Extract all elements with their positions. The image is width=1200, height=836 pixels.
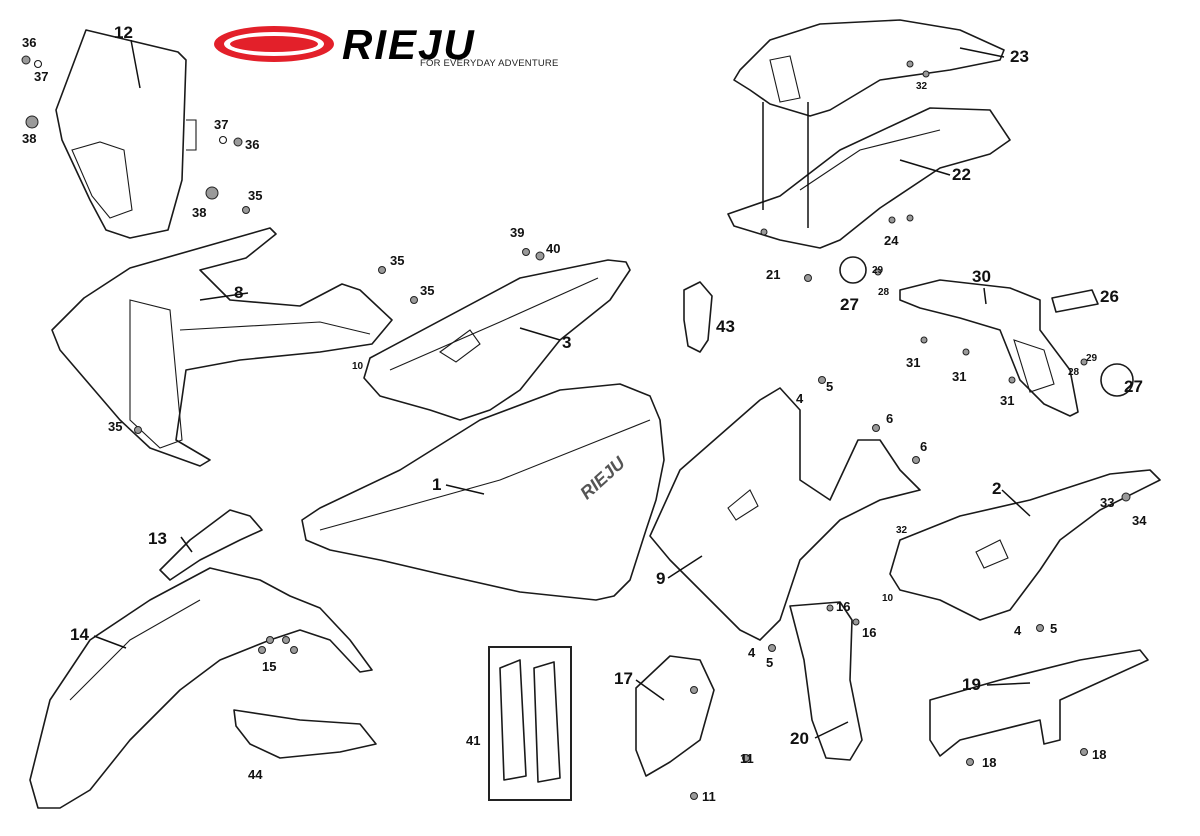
part-8-tank-shroud: [51, 227, 393, 467]
callout-13: 13: [148, 529, 167, 548]
callout-18: 18: [1092, 747, 1107, 762]
callout-28: 28: [1068, 367, 1080, 378]
part-17-sprocket-cover: [635, 655, 715, 777]
callout-40: 40: [546, 241, 561, 256]
part-41-frame: [488, 646, 572, 801]
callout-2: 2: [992, 479, 1002, 498]
callout-12: 12: [114, 23, 133, 42]
brand-logo: RIEJU FOR EVERYDAY ADVENTURE: [212, 22, 562, 74]
part-27-reflector-disc-b: [1100, 363, 1134, 397]
callout-14: 14: [70, 625, 89, 644]
part-2-side-plate: [889, 469, 1161, 621]
callout-6: 6: [920, 439, 928, 454]
callout-18: 18: [982, 755, 997, 770]
callout-1: 1: [432, 475, 442, 494]
brand-tagline: FOR EVERYDAY ADVENTURE: [420, 58, 559, 69]
callout-3: 3: [562, 333, 572, 352]
callout-16: 16: [862, 625, 877, 640]
callout-36: 36: [22, 35, 37, 50]
callout-35: 35: [248, 188, 263, 203]
callout-19: 19: [962, 675, 981, 694]
callout-44: 44: [248, 767, 263, 782]
callout-9: 9: [656, 569, 666, 588]
leader-lines: [93, 39, 1031, 739]
callout-4: 4: [796, 391, 804, 406]
callout-37: 37: [214, 117, 229, 132]
callout-27: 27: [1124, 377, 1143, 396]
callout-5: 5: [826, 379, 834, 394]
callout-34: 34: [1132, 513, 1147, 528]
callout-39: 39: [510, 225, 525, 240]
callout-21: 21: [766, 267, 781, 282]
callout-31: 31: [952, 369, 967, 384]
part-22-rear-fender: [727, 107, 1011, 249]
callout-29: 29: [872, 265, 884, 276]
fasteners: [134, 60, 1131, 800]
part-44-skid-plate: [233, 709, 377, 759]
callout-5: 5: [766, 655, 774, 670]
callout-8: 8: [234, 283, 244, 302]
callout-32: 32: [916, 81, 928, 92]
callout-4: 4: [748, 645, 756, 660]
callout-35: 35: [390, 253, 405, 268]
part-13-fender-bracket: [159, 509, 263, 581]
part-41-fork-guards: [499, 659, 561, 783]
part-9-side-panel-right: [649, 387, 921, 641]
part-12-headlight-mask: [55, 29, 197, 239]
callout-38: 38: [192, 205, 207, 220]
callout-28: 28: [878, 287, 890, 298]
callout-41: 41: [466, 733, 481, 748]
callout-35: 35: [108, 419, 123, 434]
callout-27: 27: [840, 295, 859, 314]
rieju-oval-emblem: [214, 26, 334, 62]
callout-36: 36: [245, 137, 260, 152]
part-1-seat: [301, 383, 665, 601]
callout-43: 43: [716, 317, 735, 336]
callout-16: 16: [836, 599, 851, 614]
callout-6: 6: [886, 411, 894, 426]
callout-38: 38: [22, 131, 37, 146]
callout-24: 24: [884, 233, 899, 248]
callout-4: 4: [1014, 623, 1022, 638]
part-14-front-fender: [29, 567, 373, 809]
part-30-tail-bracket: [899, 279, 1079, 417]
callout-31: 31: [906, 355, 921, 370]
part-3-side-panel-left: [363, 259, 631, 421]
callout-26: 26: [1100, 287, 1119, 306]
callout-37: 37: [34, 69, 49, 84]
callout-11: 11: [702, 789, 716, 804]
callout-15: 15: [262, 659, 277, 674]
part-20-chain-guide: [789, 601, 863, 761]
callout-29: 29: [1086, 353, 1098, 364]
callout-35: 35: [420, 283, 435, 298]
part-26-reflector: [1051, 289, 1099, 313]
callout-32: 32: [896, 525, 908, 536]
callout-33: 33: [1100, 495, 1115, 510]
callout-23: 23: [1010, 47, 1029, 66]
callout-17: 17: [614, 669, 633, 688]
callout-11: 11: [740, 751, 754, 766]
callout-5: 5: [1050, 621, 1058, 636]
part-27-reflector-disc-a: [839, 256, 867, 284]
callout-10: 10: [352, 361, 364, 372]
callout-10: 10: [882, 593, 894, 604]
part-19-chain-guard: [929, 649, 1149, 757]
hardware-36-37-38: [21, 55, 243, 200]
callout-31: 31: [1000, 393, 1015, 408]
callout-20: 20: [790, 729, 809, 748]
callout-22: 22: [952, 165, 971, 184]
brand-name: RIEJU: [342, 21, 476, 68]
part-43-bracket: [683, 281, 713, 353]
part-23-rear-cowl: [733, 19, 1005, 117]
callout-30: 30: [972, 267, 991, 286]
